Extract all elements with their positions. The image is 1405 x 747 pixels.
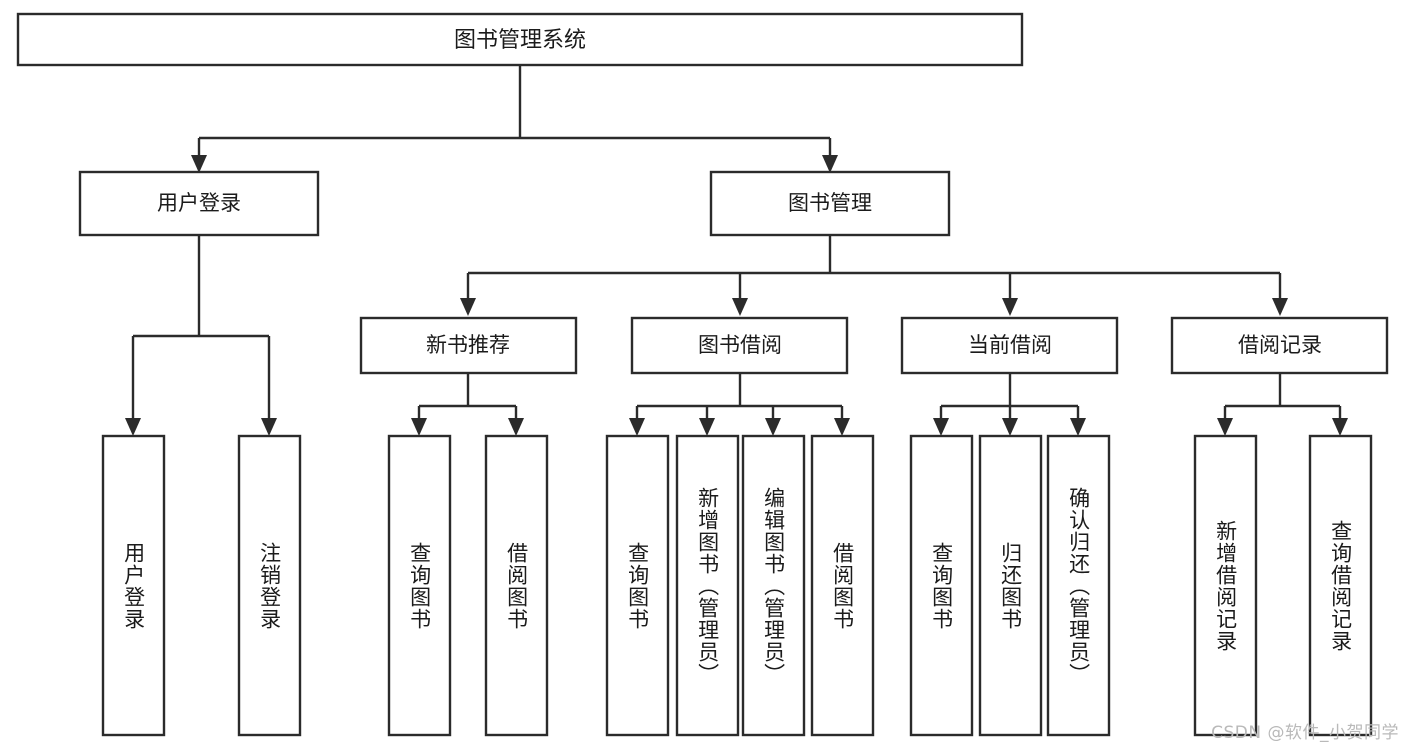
node-current-borrow-box[interactable] <box>900 316 1119 375</box>
connector-group-book-manage <box>460 235 1288 316</box>
arrow-newbook-leaf-2 <box>508 418 524 436</box>
node-borrow-record-label: 借阅记录 <box>1238 333 1322 357</box>
arrow-borrowrecord-leaf-1 <box>1217 418 1233 436</box>
arrow-userlogin-leaf-1 <box>125 418 141 436</box>
leaf-box-book-borrow-3[interactable] <box>741 434 806 737</box>
leaf-box-borrow-record-2[interactable] <box>1308 434 1373 737</box>
csdn-watermark: CSDN @软件_小贺同学 <box>1211 723 1399 743</box>
arrow-root-to-user-login <box>191 155 207 173</box>
arrow-currentborrow-leaf-3 <box>1070 418 1086 436</box>
node-borrow-record-box[interactable] <box>1170 316 1389 375</box>
leaf-box-borrow-record-1[interactable] <box>1193 434 1258 737</box>
leaf-box-new-book-1[interactable] <box>387 434 452 737</box>
connector-group-user-login <box>125 235 277 436</box>
arrow-userlogin-leaf-2 <box>261 418 277 436</box>
leaf-box-book-borrow-1[interactable] <box>605 434 670 737</box>
arrow-bookmanage-to-borrow <box>732 298 748 316</box>
connector-group-borrow-record <box>1217 373 1348 436</box>
connector-group-current-borrow <box>933 373 1086 436</box>
node-user-login-box[interactable] <box>78 170 320 237</box>
arrow-newbook-leaf-1 <box>411 418 427 436</box>
node-new-book-label: 新书推荐 <box>426 333 510 357</box>
arrow-currentborrow-leaf-1 <box>933 418 949 436</box>
arrow-bookborrow-leaf-4 <box>834 418 850 436</box>
leaf-box-current-borrow-1[interactable] <box>909 434 974 737</box>
arrow-bookborrow-leaf-2 <box>699 418 715 436</box>
node-book-manage-box[interactable] <box>709 170 951 237</box>
node-root-box[interactable] <box>16 12 1024 67</box>
leaf-box-user-login-2[interactable] <box>237 434 302 737</box>
node-root-label: 图书管理系统 <box>454 28 586 53</box>
connector-group-root <box>191 65 838 173</box>
node-book-borrow-label: 图书借阅 <box>698 333 782 357</box>
node-current-borrow-label: 当前借阅 <box>968 333 1052 357</box>
leaf-box-book-borrow-2[interactable] <box>675 434 740 737</box>
arrow-root-to-book-manage <box>822 155 838 173</box>
arrow-bookmanage-to-new-book <box>460 298 476 316</box>
connector-group-book-borrow <box>629 373 850 436</box>
leaf-box-book-borrow-4[interactable] <box>810 434 875 737</box>
leaf-box-user-login-1[interactable] <box>101 434 166 737</box>
node-new-book-box[interactable] <box>359 316 578 375</box>
arrow-bookmanage-to-current <box>1002 298 1018 316</box>
arrow-bookborrow-leaf-3 <box>765 418 781 436</box>
arrow-borrowrecord-leaf-2 <box>1332 418 1348 436</box>
leaf-box-new-book-2[interactable] <box>484 434 549 737</box>
node-book-borrow-box[interactable] <box>630 316 849 375</box>
arrow-bookborrow-leaf-1 <box>629 418 645 436</box>
leaf-box-current-borrow-2[interactable] <box>978 434 1043 737</box>
connector-group-new-book <box>411 373 524 436</box>
arrow-currentborrow-leaf-2 <box>1002 418 1018 436</box>
leaf-box-current-borrow-3[interactable] <box>1046 434 1111 737</box>
arrow-bookmanage-to-record <box>1272 298 1288 316</box>
node-book-manage-label: 图书管理 <box>788 191 872 215</box>
node-user-login-label: 用户登录 <box>157 191 241 215</box>
